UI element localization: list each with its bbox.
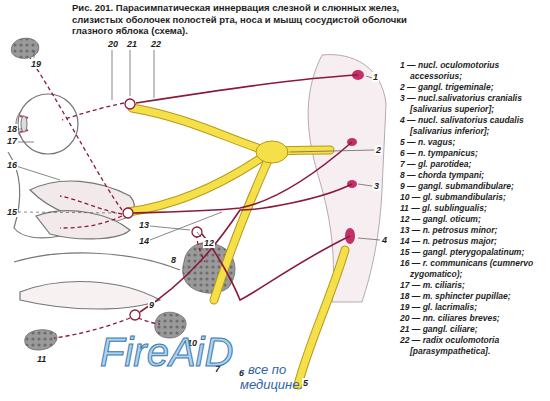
key-entry: 11 — gl. sublingualis; — [400, 203, 548, 214]
key-entry: 18 — m. sphincter pupillae; — [400, 291, 548, 302]
key-entry: 3 — nucl.salivatorius cranialis [salivar… — [400, 93, 548, 115]
watermark: - все по медицине. — [240, 362, 320, 392]
key-entry: 21 — gangl. ciliare; — [400, 324, 548, 335]
callout-number: 13 — [138, 220, 150, 230]
eyeball — [16, 94, 78, 154]
callout-number: 2 — [375, 145, 382, 155]
key-entry: 20 — nn. ciliares breves; — [400, 313, 548, 324]
key-entry: 9 — gangl. submandibulare; — [400, 181, 548, 192]
key-entry: 16 — r. communicans (cumnervo zygomatico… — [400, 258, 548, 280]
key-entry: 8 — chorda tympani; — [400, 170, 548, 181]
key-entry: 4 — nucl. salivatorius caudalis [salivar… — [400, 115, 548, 137]
key-entry: 13 — n. petrosus minor; — [400, 225, 548, 236]
callout-number: 11 — [36, 354, 47, 364]
brainstem — [308, 55, 386, 302]
callout-number: 22 — [150, 39, 162, 49]
key-entry: 7 — gl. parotidea; — [400, 159, 548, 170]
postganglionic-fibers — [30, 58, 205, 338]
callout-number: 20 — [107, 39, 119, 49]
callout-number: 18 — [6, 124, 18, 134]
nuclei — [345, 70, 364, 244]
key-entry: 2 — gangl. trigeminale; — [400, 82, 548, 93]
key-entry: 1 — nucl. oculomotorius accessorius; — [400, 60, 548, 82]
callout-number: 1 — [372, 72, 379, 82]
key-entry: 19 — gl. lacrimalis; — [400, 302, 548, 313]
key-entry: 15 — gangl. pterygopalatinum; — [400, 247, 548, 258]
callout-number: 17 — [6, 136, 18, 146]
key-entry: 22 — radix oculomotoria [parasympathetic… — [400, 335, 548, 357]
key-entry: 6 — n. tympanicus; — [400, 148, 548, 159]
callout-number: 8 — [170, 255, 177, 265]
head-profile — [8, 152, 180, 309]
key-entry: 17 — m. ciliaris; — [400, 280, 548, 291]
callout-number: 3 — [373, 181, 380, 191]
callout-number: 19 — [30, 59, 42, 69]
preganglionic-fibers — [133, 75, 358, 312]
watermark: FireAiD — [100, 330, 233, 374]
callout-number: 9 — [148, 300, 155, 310]
leader-lines — [16, 50, 380, 240]
key-entry: 5 — n. vagus; — [400, 137, 548, 148]
figure-title: Рис. 201. Парасимпатическая иннервация с… — [72, 2, 424, 37]
callout-number: 14 — [138, 236, 150, 246]
callout-number: 21 — [126, 39, 138, 49]
callout-number: 16 — [6, 160, 18, 170]
callout-number: 12 — [203, 238, 215, 248]
key-entry: 12 — gangl. oticum; — [400, 214, 548, 225]
key-entry: 14 — n. petrosus major; — [400, 236, 548, 247]
key-list: 1 — nucl. oculomotorius accessorius;2 — … — [400, 60, 548, 357]
key-entry: 10 — gl. submandibularis; — [400, 192, 548, 203]
callout-number: 15 — [6, 207, 18, 217]
callout-number: 4 — [381, 235, 388, 245]
ganglion-circles — [123, 99, 202, 320]
